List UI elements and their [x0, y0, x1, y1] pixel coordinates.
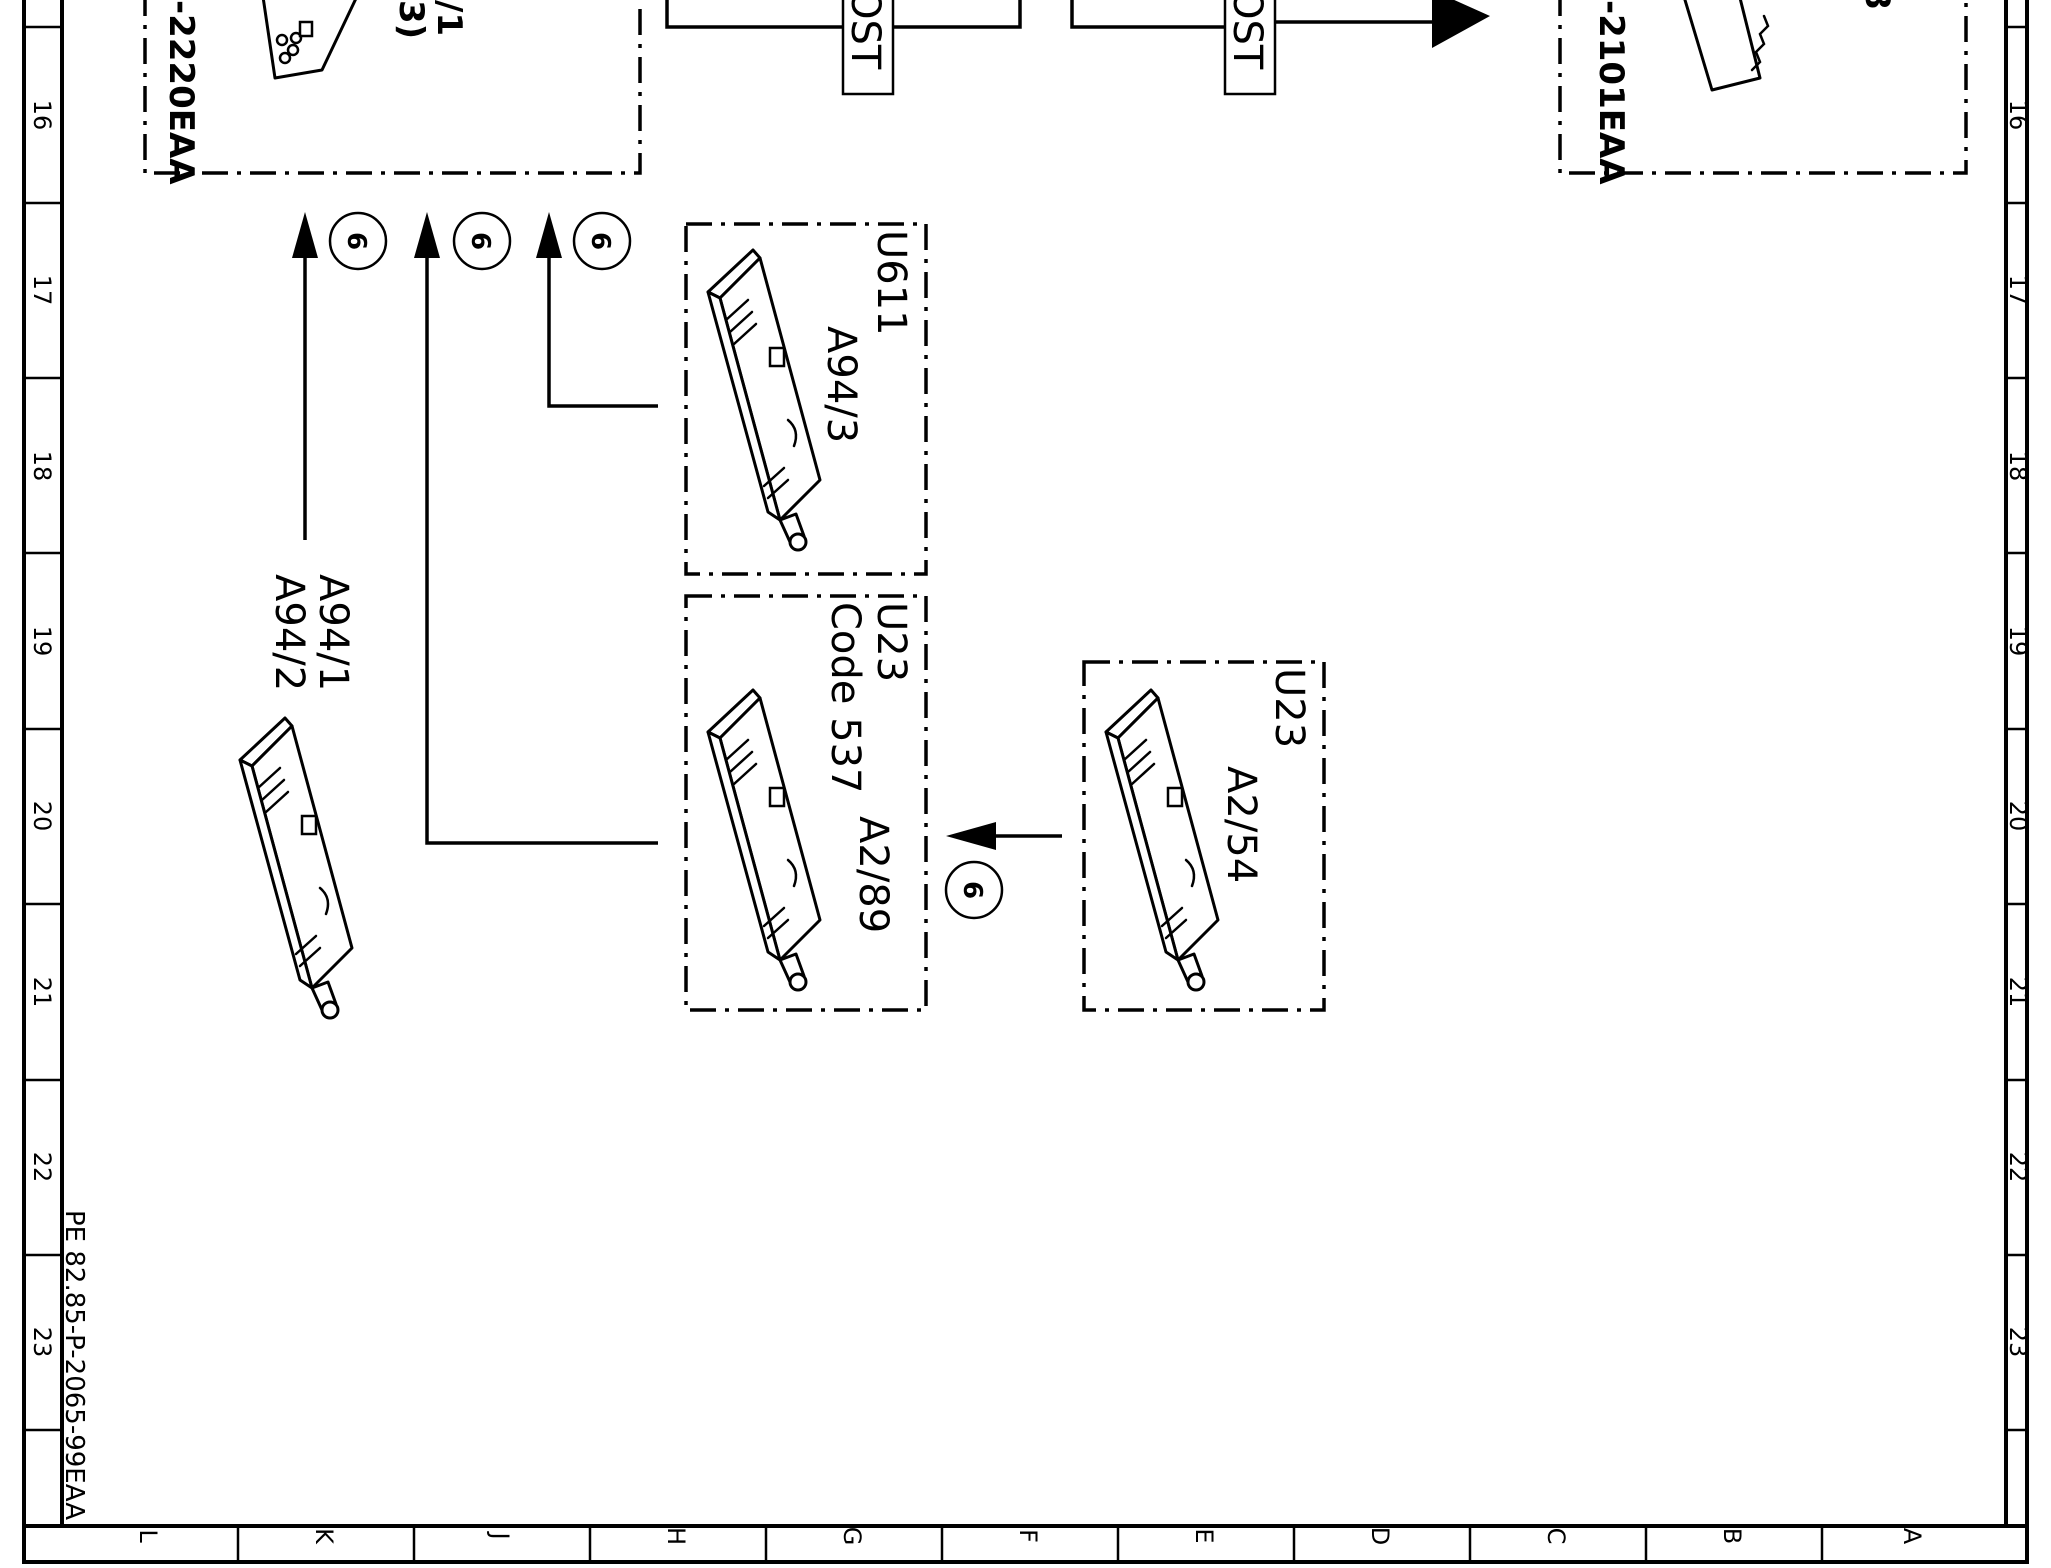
- top-banner-right-text: OST: [1224, 0, 1270, 70]
- step-marker-1-label: 6: [341, 232, 371, 250]
- step-marker-3: 6: [572, 211, 632, 271]
- drawing-number: PE 82.85-P-2065-99EAA: [59, 1210, 89, 1520]
- step-marker-4-label: 6: [957, 881, 987, 899]
- right-row-labels: 16 17 18 19 20 21 22 23: [2004, 100, 2032, 1358]
- row-label-20-right: 20: [2004, 801, 2032, 832]
- row-label-19: 19: [28, 626, 56, 657]
- top-left-partial-line-1: /1: [429, 0, 469, 36]
- column-label-d: D: [1366, 1527, 1394, 1545]
- module-box-u23-code-537: U23 Code 537 A2/89: [684, 594, 928, 1012]
- routing-arrows: [292, 212, 1062, 850]
- module-loose-part-2: A94/2: [266, 574, 312, 691]
- control-unit-icon: [706, 248, 822, 552]
- module-u23-code537-part: A2/89: [850, 816, 896, 933]
- step-marker-2: 6: [452, 211, 512, 271]
- module-u23-code537-title: U23: [868, 602, 914, 682]
- top-banner-right: OST: [1070, 0, 1490, 96]
- row-label-23-right: 23: [2004, 1327, 2032, 1358]
- row-label-18-right: 18: [2004, 451, 2032, 482]
- control-unit-icon: [238, 716, 354, 1020]
- step-marker-1: 6: [328, 211, 388, 271]
- column-label-g: G: [838, 1527, 866, 1546]
- column-label-l: L: [134, 1529, 162, 1543]
- arrow-up-icon: [292, 212, 318, 258]
- row-label-17-right: 17: [2004, 275, 2032, 306]
- top-banner-left-text: OST: [842, 0, 888, 70]
- module-u611-title: U611: [868, 230, 914, 336]
- column-label-j: J: [486, 1530, 514, 1539]
- top-banner-arrow-icon: [1432, 0, 1490, 48]
- drawing-frame: [22, 0, 2029, 1564]
- module-loose-part-1: A94/1: [310, 574, 356, 691]
- column-label-h: H: [662, 1527, 690, 1545]
- bottom-column-ticks: [236, 1526, 1824, 1562]
- row-label-19-right: 19: [2004, 626, 2032, 657]
- module-loose-a94: A94/1 A94/2: [238, 574, 356, 1020]
- arrow-up-icon: [536, 212, 562, 258]
- column-label-a: A: [1898, 1528, 1926, 1545]
- module-box-u611: U611 A94/3: [684, 222, 928, 576]
- left-row-labels: 16 17 18 19 20 21 22 23: [28, 100, 56, 1358]
- top-left-component-box: -2220EAA /1 3): [143, 0, 642, 185]
- step-marker-4: 6: [944, 860, 1004, 920]
- module-u23-right-title: U23: [1266, 668, 1312, 748]
- control-unit-icon: [706, 688, 822, 992]
- row-label-20: 20: [28, 801, 56, 832]
- step-marker-3-label: 6: [585, 232, 615, 250]
- row-label-21-right: 21: [2004, 977, 2032, 1008]
- row-label-23: 23: [28, 1327, 56, 1358]
- column-label-f: F: [1014, 1529, 1042, 1543]
- right-row-ticks: [2006, 25, 2027, 1432]
- step-marker-2-label: 6: [465, 232, 495, 250]
- arrow-left-icon: [946, 822, 996, 850]
- top-right-partial-char: 8: [1857, 0, 1897, 10]
- top-right-component-box: -2101EAA 8: [1558, 0, 1968, 185]
- row-label-16: 16: [28, 100, 56, 131]
- top-right-plug-icon: [1683, 0, 1762, 92]
- column-label-c: C: [1542, 1528, 1570, 1545]
- row-label-16-right: 16: [2004, 100, 2032, 131]
- top-right-ref-text: -2101EAA: [1591, 0, 1631, 185]
- top-banner-left: OST: [665, 0, 1022, 96]
- row-label-17: 17: [28, 275, 56, 306]
- column-label-e: E: [1190, 1528, 1218, 1543]
- control-unit-icon: [1104, 688, 1220, 992]
- module-u611-part: A94/3: [818, 326, 864, 443]
- row-label-18: 18: [28, 451, 56, 482]
- module-u23-right-part: A2/54: [1218, 766, 1264, 883]
- row-label-22: 22: [28, 1152, 56, 1183]
- top-left-partial-line-2: 3): [391, 0, 431, 39]
- left-row-ticks: [24, 25, 62, 1432]
- arrow-up-icon: [414, 212, 440, 258]
- top-left-ref-text: -2220EAA: [161, 0, 201, 185]
- row-label-22-right: 22: [2004, 1152, 2032, 1183]
- module-u23-code537-code: Code 537: [822, 602, 868, 793]
- column-label-b: B: [1718, 1528, 1746, 1544]
- column-label-k: K: [310, 1528, 338, 1545]
- bottom-column-labels: L K J H G F E D C B A: [134, 1527, 1926, 1546]
- module-box-u23-right: U23 A2/54: [1082, 660, 1326, 1012]
- top-left-connector-icon: [261, 0, 357, 80]
- row-label-21: 21: [28, 977, 56, 1008]
